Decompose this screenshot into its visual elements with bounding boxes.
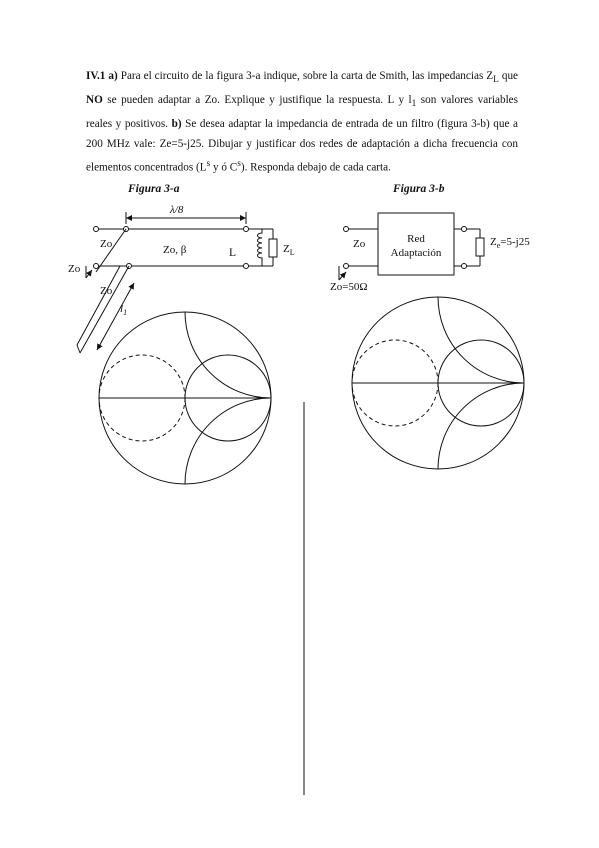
inductor-coil [257, 229, 263, 266]
zo-top-label: Zo [100, 238, 113, 250]
zl-load-resistor [268, 238, 278, 258]
network-label-line1: Red [407, 233, 425, 245]
figure-a-circuit [76, 212, 278, 354]
text-segment: y ó C [210, 161, 238, 174]
network-label-line2: Adaptación [391, 247, 442, 259]
text-segment: son valores variables reales y positivos… [86, 94, 519, 131]
part-a-label: a) [108, 70, 118, 82]
smith-x-1-arc [437, 382, 525, 470]
text-segment: ). Responda debajo de cada carta. [240, 161, 391, 174]
part-b-label: b) [171, 118, 182, 131]
smith-x1-arc [437, 296, 525, 384]
ze-label: Ze=5-j25 [490, 236, 530, 250]
l1-label: l1 [120, 303, 127, 317]
zo-left-label: Zo [68, 263, 81, 275]
smith-chart-b [351, 296, 525, 470]
figure-b-circuit [338, 212, 485, 281]
ze-load-resistor [475, 237, 485, 257]
zl-subscript: L [493, 75, 499, 86]
source-label: Zo=50Ω [330, 281, 368, 293]
line-label: Zo, β [163, 244, 187, 256]
smith-g1-circle-dashed [98, 354, 186, 442]
figure-a-title: Figura 3-a [128, 183, 180, 195]
zo-label: Zo [353, 238, 366, 250]
text-segment: Se desea adaptar la impedancia de entrad… [86, 118, 518, 174]
smith-g1-circle-dashed [351, 339, 439, 427]
lambda-label: λ/8 [169, 204, 184, 216]
text-segment: Para el circuito de la figura 3-a indiqu… [117, 70, 494, 82]
problem-number: IV.1 [86, 70, 106, 82]
matching-network-box [377, 212, 455, 276]
smith-chart-a [98, 311, 272, 485]
smith-x-1-arc [184, 397, 272, 485]
zl-label: ZL [283, 243, 295, 257]
superscript-s: s [237, 158, 241, 169]
text-segment: se pueden adaptar a Zo. Explique y justi… [102, 94, 412, 107]
smith-x1-arc [184, 311, 272, 399]
figure-b-title: Figura 3-b [393, 183, 445, 195]
superscript-s: s [206, 158, 211, 169]
no-emphasis: NO [86, 94, 103, 107]
stub-conductor-2 [76, 265, 121, 346]
l1-subscript: 1 [411, 99, 417, 110]
inductor-label: L [229, 247, 236, 259]
zo-stub-label: Zo [100, 285, 113, 297]
text-segment: que [498, 70, 518, 82]
problem-statement: IV.1 a) Para el circuito de la figura 3-… [86, 67, 518, 178]
